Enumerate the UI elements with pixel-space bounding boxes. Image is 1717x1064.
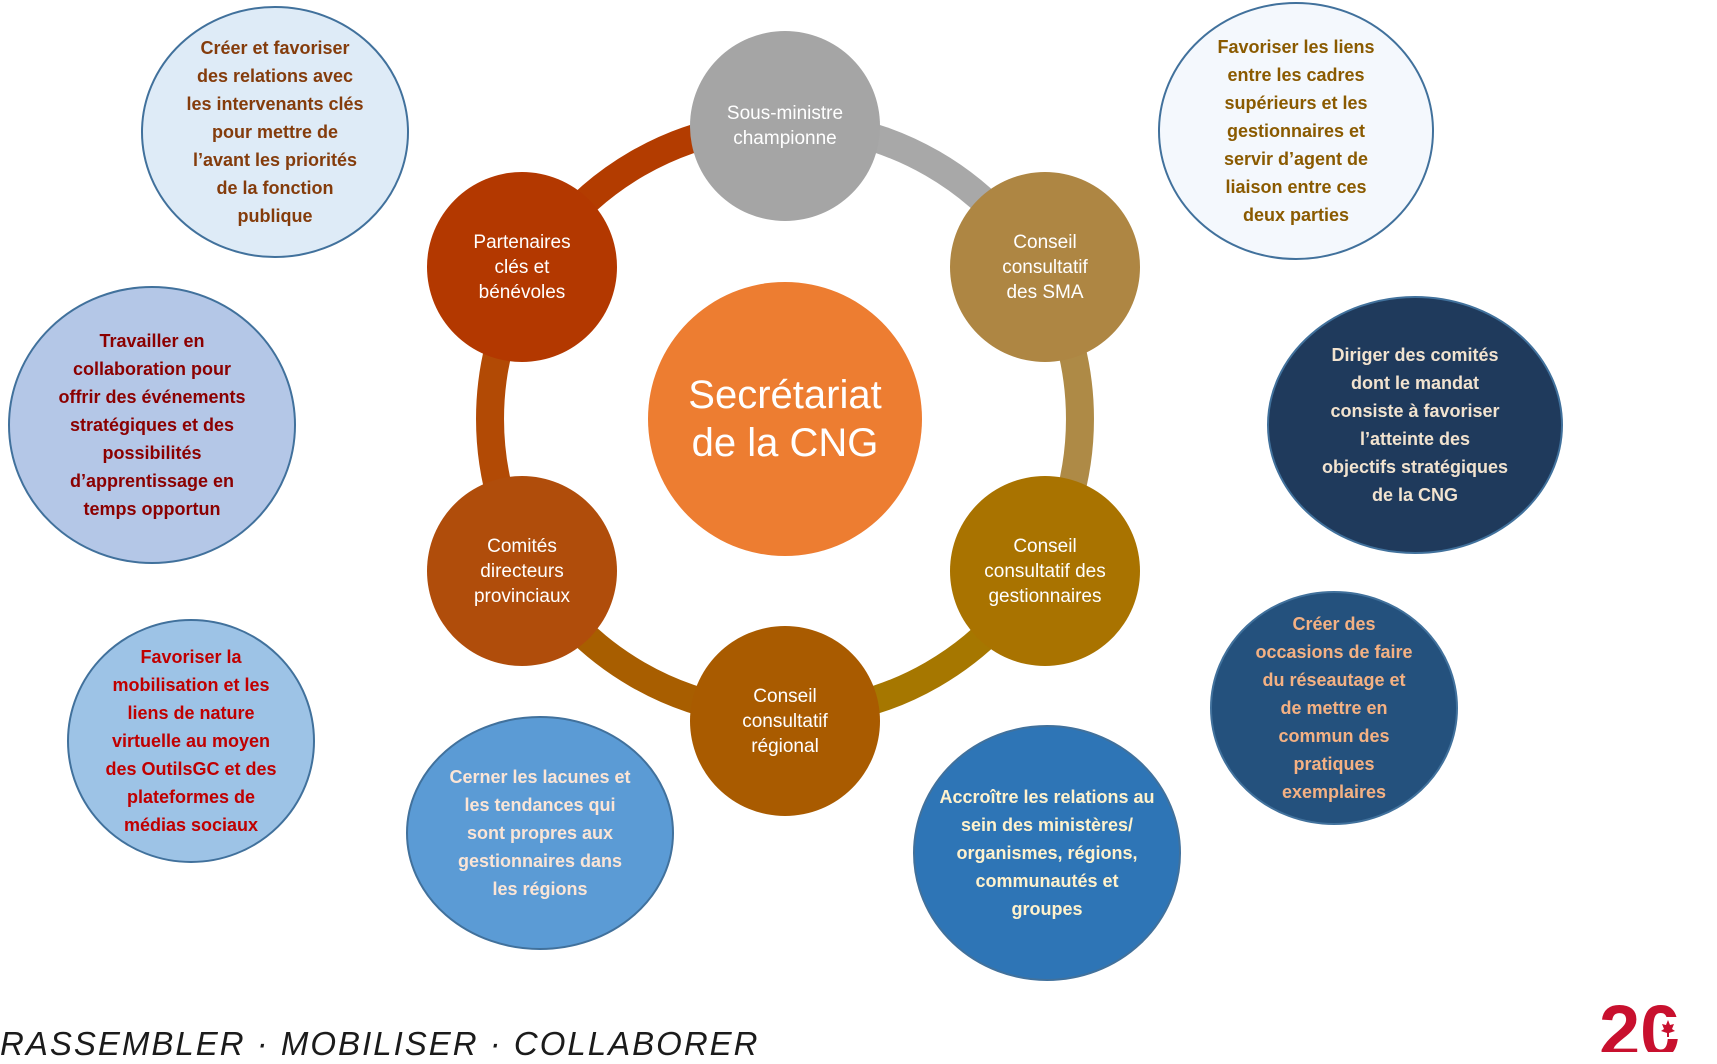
ring-label-conseil-regional: Conseil consultatif régional: [742, 685, 828, 757]
outer-label-collaboration-evenements: Travailler en collaboration pour offrir …: [58, 331, 246, 519]
footer-slogan: RASSEMBLER · MOBILISER · COLLABORER: [0, 1025, 760, 1062]
outer-node-relations-intervenants: [141, 6, 409, 258]
outer-label-diriger-comites: Diriger des comités dont le mandat consi…: [1321, 345, 1509, 505]
ring-label-comites-directeurs: Comités directeurs provinciaux: [473, 535, 571, 607]
outer-label-liens-cadres: Favoriser les liens entre les cadres sup…: [1217, 37, 1375, 225]
ring-node-comites-directeurs: [427, 476, 617, 666]
outer-node-diriger-comites: [1267, 296, 1563, 554]
outer-label-relations-intervenants: Créer et favoriser des relations avec le…: [186, 38, 364, 226]
ring-label-conseil-gestionnaires: Conseil consultatif des gestionnaires: [984, 535, 1106, 607]
ring-node-sous-ministre: [690, 31, 880, 221]
outer-node-liens-cadres: [1158, 2, 1434, 260]
ring-node-conseil-regional: [690, 626, 880, 816]
outer-node-relations-ministeres: [913, 725, 1181, 981]
outer-label-reseautage: Créer des occasions de faire du réseauta…: [1255, 614, 1413, 802]
outer-label-lacunes-tendances: Cerner les lacunes et les tendances qui …: [449, 767, 631, 899]
outer-node-collaboration-evenements: [8, 286, 296, 564]
outer-node-reseautage: [1210, 591, 1458, 825]
outer-node-lacunes-tendances: [406, 716, 674, 950]
hub-label: Secrétariat de la CNG: [688, 373, 882, 465]
ring-node-conseil-gestionnaires: [950, 476, 1140, 666]
anniversary-logo: 20: [1599, 995, 1681, 1052]
ring-label-partenaires: Partenaires clés et bénévoles: [473, 231, 571, 303]
node-circles: [8, 2, 1563, 981]
outer-label-mobilisation-virtuelle: Favoriser la mobilisation et les liens d…: [105, 647, 277, 835]
hub-circle: [648, 282, 922, 556]
ring-node-conseil-sma: [950, 172, 1140, 362]
ring-label-conseil-sma: Conseil consultatif des SMA: [1002, 231, 1088, 303]
outer-node-mobilisation-virtuelle: [67, 619, 315, 863]
ring-node-partenaires: [427, 172, 617, 362]
ring-label-sous-ministre: Sous-ministre championne: [726, 103, 844, 149]
outer-label-relations-ministeres: Accroître les relations au sein des mini…: [939, 787, 1155, 919]
